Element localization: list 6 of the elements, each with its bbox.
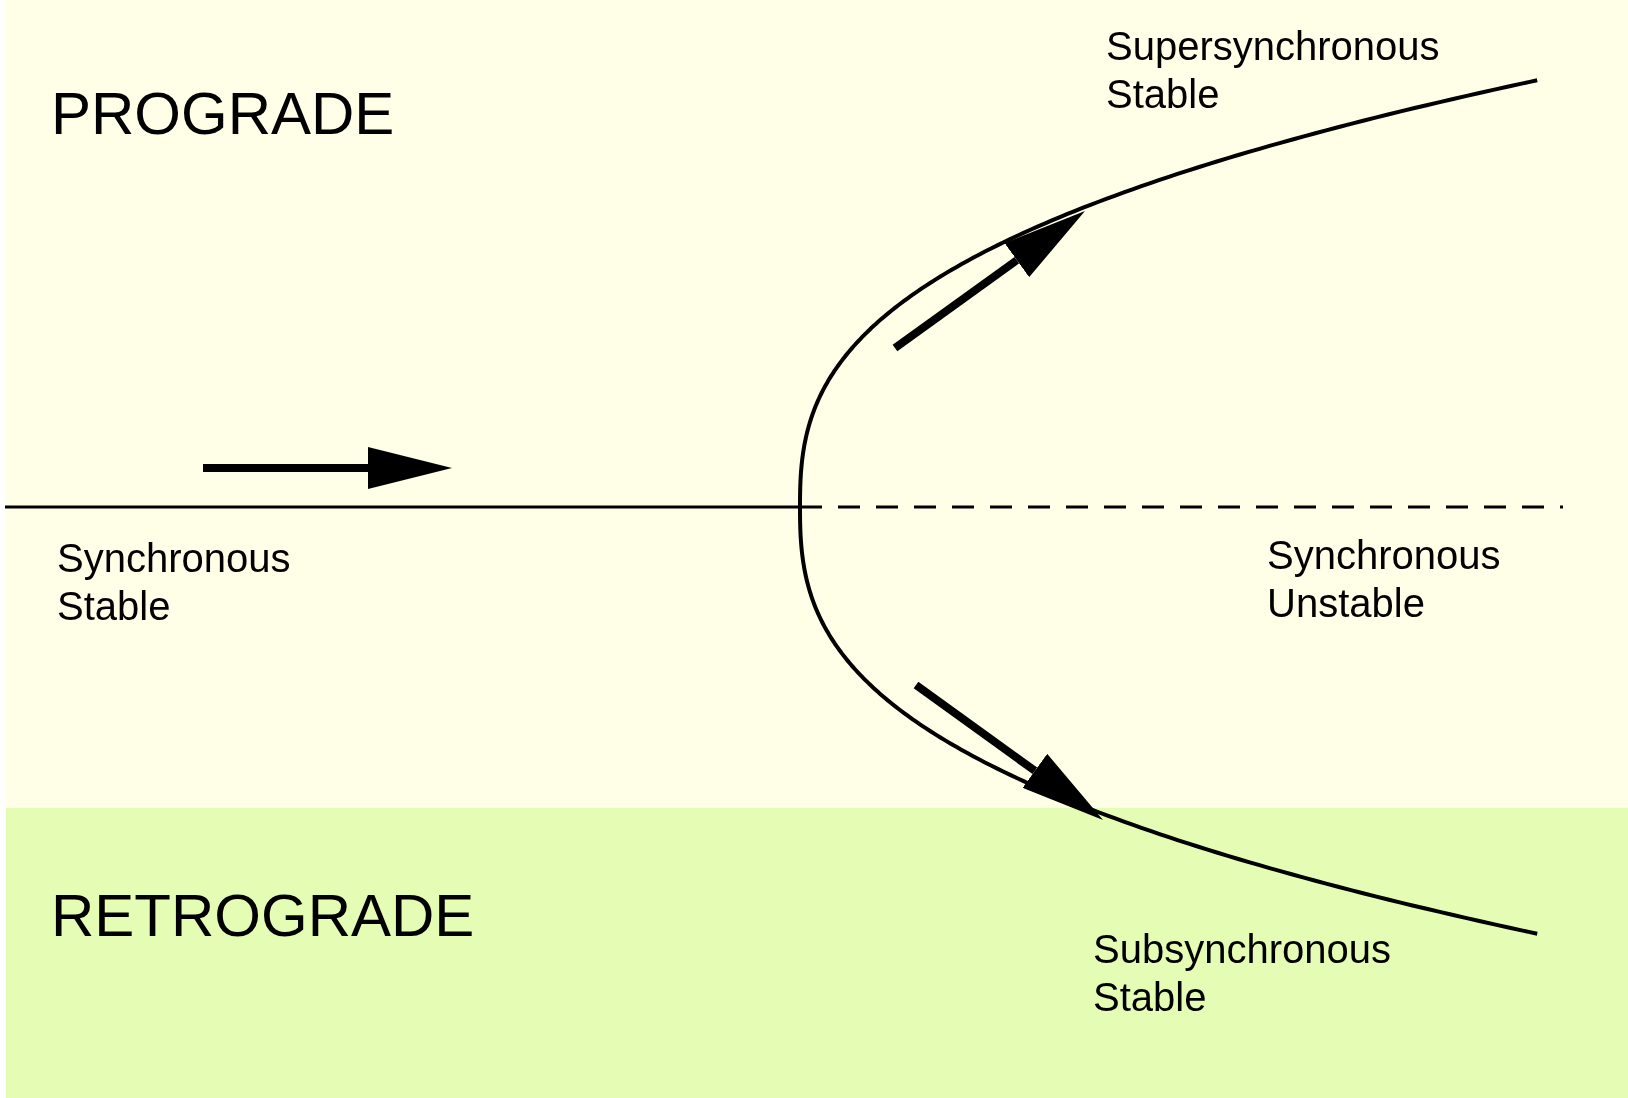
- branch-label: Synchronous Stable: [57, 535, 291, 630]
- branch-label: Supersynchronous Stable: [1106, 23, 1440, 118]
- region-title: PROGRADE: [51, 84, 395, 144]
- branch-label: Subsynchronous Stable: [1093, 926, 1391, 1021]
- branch-label: Synchronous Unstable: [1267, 532, 1501, 627]
- region-title: RETROGRADE: [51, 886, 475, 946]
